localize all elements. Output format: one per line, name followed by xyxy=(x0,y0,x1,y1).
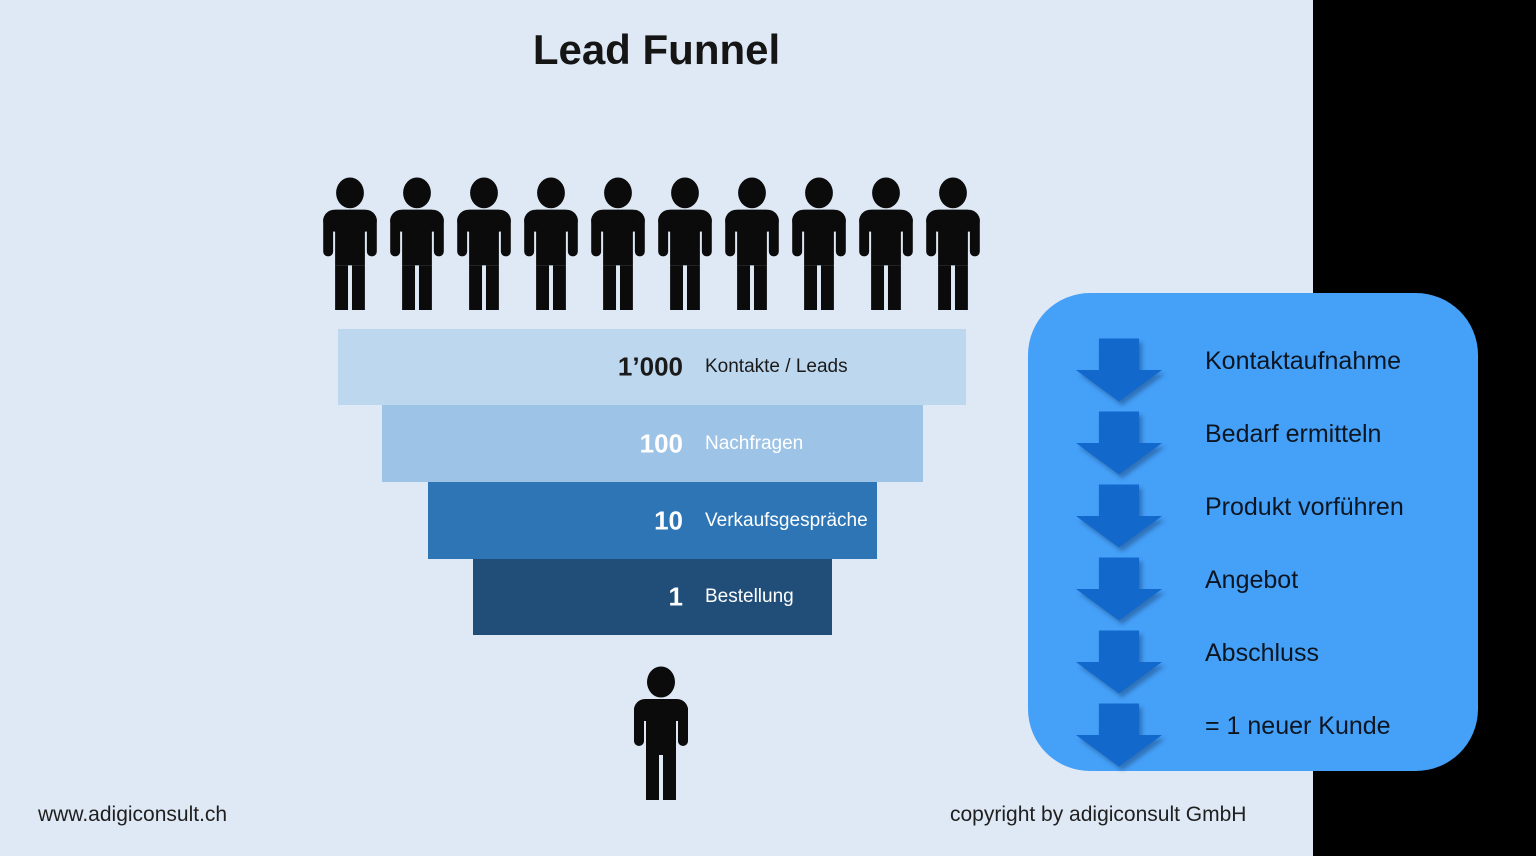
process-step-label: Kontaktaufnahme xyxy=(1205,347,1401,375)
person-icon xyxy=(519,177,583,310)
process-step: Produkt vorführen xyxy=(1076,479,1478,552)
funnel-row-value: 1 xyxy=(668,581,683,612)
person-icon xyxy=(854,177,918,310)
person-icon xyxy=(653,177,717,310)
funnel-row-label: Nachfragen xyxy=(705,432,804,454)
arrow-down-icon xyxy=(1076,337,1162,402)
process-step-label: Produkt vorführen xyxy=(1205,493,1404,521)
process-step-label: Angebot xyxy=(1205,566,1299,594)
funnel-row-value: 100 xyxy=(639,428,683,458)
process-step: Angebot xyxy=(1076,552,1478,625)
funnel-row-label: Verkaufsgespräche xyxy=(705,509,868,531)
process-step-label: = 1 neuer Kunde xyxy=(1205,712,1391,740)
footer-copyright: copyright by adigiconsult GmbH xyxy=(950,803,1247,826)
process-step: Abschluss xyxy=(1076,625,1478,698)
process-step-label: Bedarf ermitteln xyxy=(1205,420,1382,448)
person-icon xyxy=(720,177,784,310)
arrow-down-icon xyxy=(1076,483,1162,548)
process-panel: Kontaktaufnahme Bedarf ermitteln Produkt… xyxy=(1028,293,1478,771)
audience-row xyxy=(318,177,985,310)
funnel-row: 100 Nachfragen xyxy=(382,405,923,482)
arrow-down-icon xyxy=(1076,556,1162,621)
funnel-row: 1 Bestellung xyxy=(473,559,832,635)
process-step: = 1 neuer Kunde xyxy=(1076,698,1478,771)
person-icon xyxy=(385,177,449,310)
process-step: Kontaktaufnahme xyxy=(1076,333,1478,406)
process-step: Bedarf ermitteln xyxy=(1076,406,1478,479)
funnel-row-label: Bestellung xyxy=(705,586,794,607)
person-icon xyxy=(452,177,516,310)
funnel-row: 1’000 Kontakte / Leads xyxy=(338,329,966,405)
person-icon xyxy=(586,177,650,310)
arrow-down-icon xyxy=(1076,629,1162,694)
arrow-down-icon xyxy=(1076,702,1162,767)
funnel-row-label: Kontakte / Leads xyxy=(705,356,848,377)
footer-website: www.adigiconsult.ch xyxy=(38,803,228,826)
person-icon xyxy=(921,177,985,310)
result-person-icon xyxy=(629,666,693,800)
process-step-label: Abschluss xyxy=(1205,639,1319,667)
funnel-row-value: 1’000 xyxy=(617,351,683,382)
funnel-row-value: 10 xyxy=(654,505,683,535)
page-title: Lead Funnel xyxy=(532,26,781,73)
person-icon xyxy=(787,177,851,310)
person-icon xyxy=(318,177,382,310)
funnel-row: 10 Verkaufsgespräche xyxy=(428,482,877,559)
arrow-down-icon xyxy=(1076,410,1162,475)
